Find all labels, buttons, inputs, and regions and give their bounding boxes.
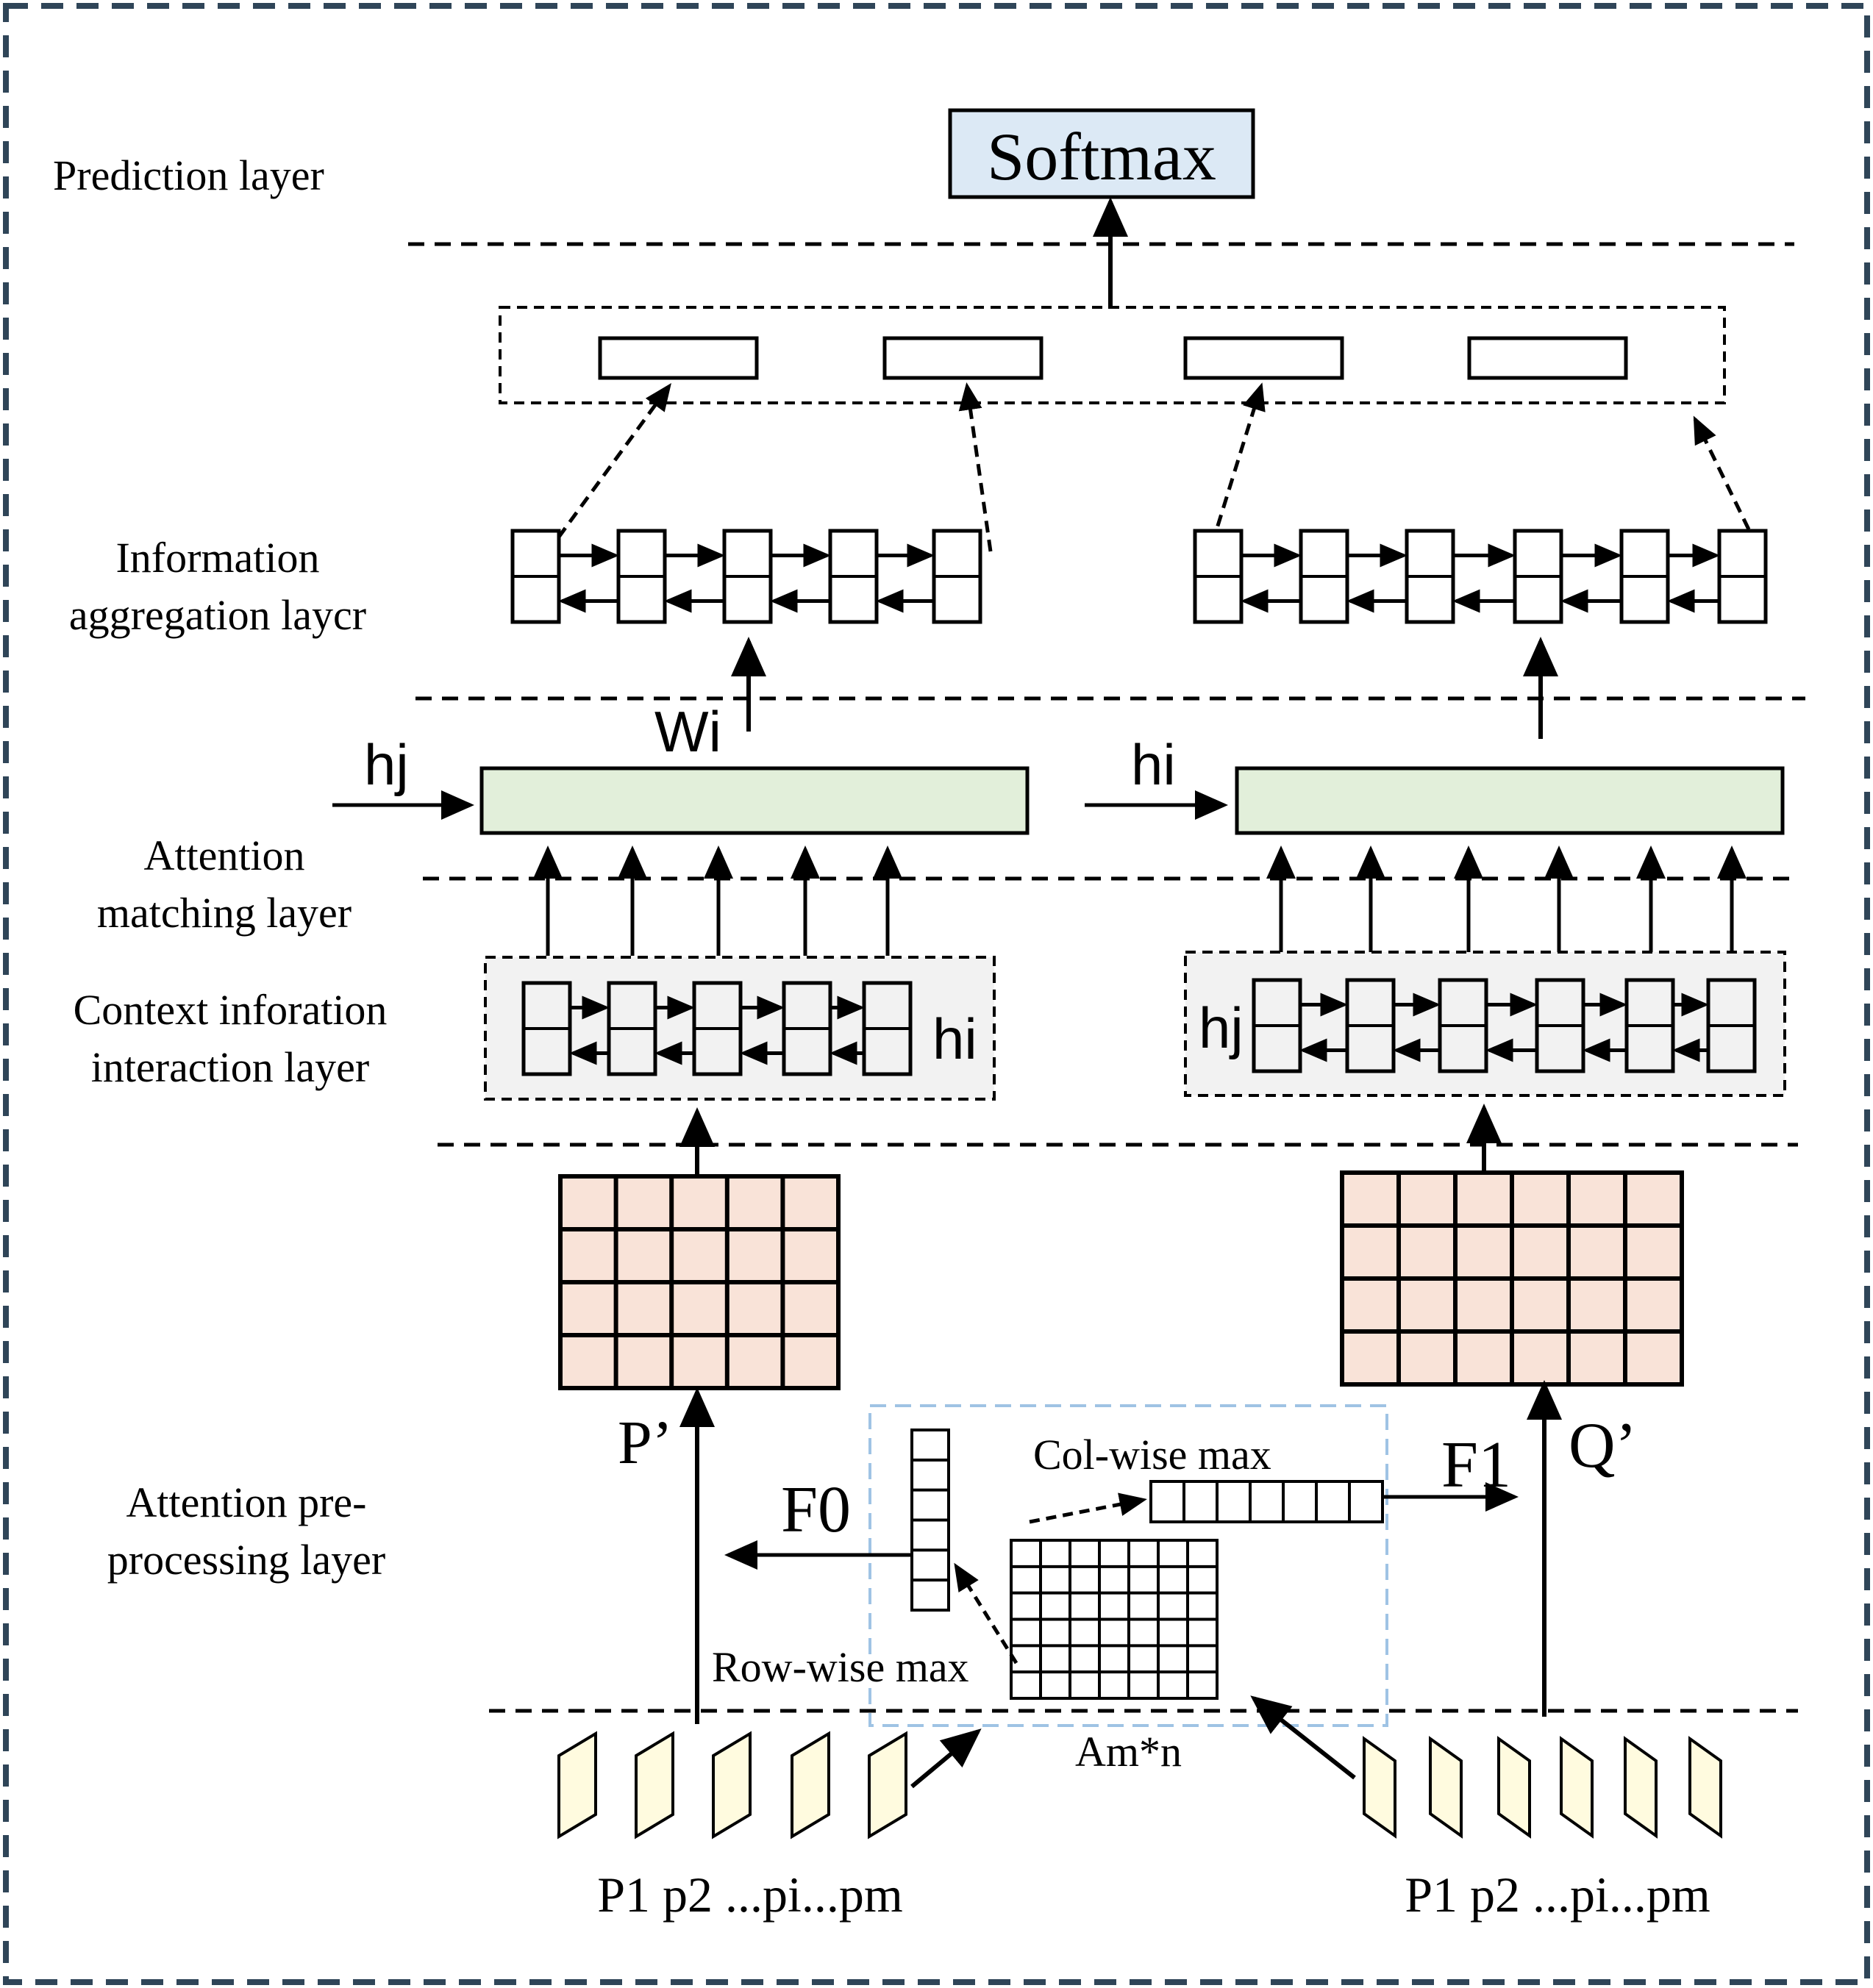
attention-match-bar-right — [1235, 766, 1785, 835]
label-preprocessing-line1: Attention pre- — [126, 1479, 367, 1526]
row-wise-max-vector — [910, 1429, 950, 1612]
label-prediction-layer: Prediction layer — [53, 151, 324, 199]
label-attention-line1: Attention — [143, 832, 304, 879]
aggregation-bilstm-left — [510, 529, 982, 624]
dashed-arrow-4 — [1693, 415, 1751, 531]
context-bilstm-right — [1252, 978, 1757, 1073]
label-col-wise-max: Col-wise max — [1033, 1431, 1271, 1479]
label-amn: Am*n — [1075, 1728, 1182, 1776]
dashed-arrow-col-wise — [1029, 1492, 1147, 1524]
attention-match-bar-left — [479, 766, 1030, 835]
context-bilstm-left — [521, 981, 913, 1076]
input-token — [1363, 1736, 1396, 1839]
output-vector-4 — [1467, 336, 1628, 380]
input-token — [1560, 1736, 1594, 1839]
dashed-arrow-row-wise — [954, 1562, 1018, 1665]
input-token — [1688, 1736, 1722, 1839]
label-aggregation-line2: aggregation laycr — [69, 591, 366, 639]
input-token — [635, 1731, 674, 1839]
label-context-line2: interaction layer — [91, 1043, 369, 1091]
col-wise-max-vector — [1149, 1480, 1384, 1523]
label-hj-context: hj — [1199, 995, 1244, 1060]
label-f0: F0 — [781, 1473, 851, 1546]
label-row-wise-max: Row-wise max — [712, 1643, 969, 1691]
label-hi-context: hi — [932, 1006, 977, 1071]
attention-matrix-amn — [1010, 1539, 1219, 1700]
label-f1: F1 — [1441, 1429, 1511, 1501]
matrix-frame — [1149, 1480, 1384, 1523]
output-vector-3 — [1183, 336, 1344, 380]
aggregation-output-vectors — [598, 336, 1628, 380]
input-token — [791, 1731, 830, 1839]
input-token — [1429, 1736, 1463, 1839]
output-vector-2 — [882, 336, 1043, 380]
layer-separators — [408, 242, 1805, 1713]
label-hj-input: hj — [364, 732, 409, 797]
label-wi: Wi — [654, 699, 721, 764]
label-attention-line2: matching layer — [97, 889, 352, 937]
input-tokens-left — [557, 1731, 907, 1839]
p-prime-matrix — [558, 1174, 841, 1390]
label-sequence-left: P1 p2 ...pi...pm — [597, 1867, 903, 1923]
label-preprocessing-line2: processing layer — [107, 1536, 385, 1584]
preprocessing-container — [868, 1404, 1388, 1727]
aggregation-dashed-arrows — [511, 382, 1751, 601]
softmax-label: Softmax — [987, 119, 1216, 194]
label-q-prime: Q’ — [1569, 1410, 1637, 1481]
q-prime-matrix — [1340, 1170, 1684, 1387]
aggregation-output-container — [499, 306, 1726, 404]
input-token — [712, 1731, 752, 1839]
aggregation-bilstm-right — [1193, 529, 1768, 624]
label-sequence-right: P1 p2 ...pi...pm — [1405, 1867, 1710, 1923]
input-token — [557, 1731, 597, 1839]
label-p-prime: P’ — [618, 1409, 673, 1477]
input-token — [1497, 1736, 1531, 1839]
dashed-arrow-2 — [958, 382, 993, 552]
label-context-line1: Context inforation — [74, 986, 388, 1034]
input-tokens-right — [1363, 1736, 1722, 1839]
output-vector-1 — [598, 336, 759, 380]
label-hi-input: hi — [1131, 732, 1176, 797]
label-aggregation-line1: Information — [115, 534, 319, 582]
softmax-box — [948, 108, 1255, 199]
arrow-right-tokens-to-attention — [1250, 1695, 1356, 1780]
input-token — [1624, 1736, 1658, 1839]
input-token — [868, 1731, 907, 1839]
outer-border — [3, 3, 1870, 1985]
arrow-left-tokens-to-attention — [910, 1728, 982, 1789]
